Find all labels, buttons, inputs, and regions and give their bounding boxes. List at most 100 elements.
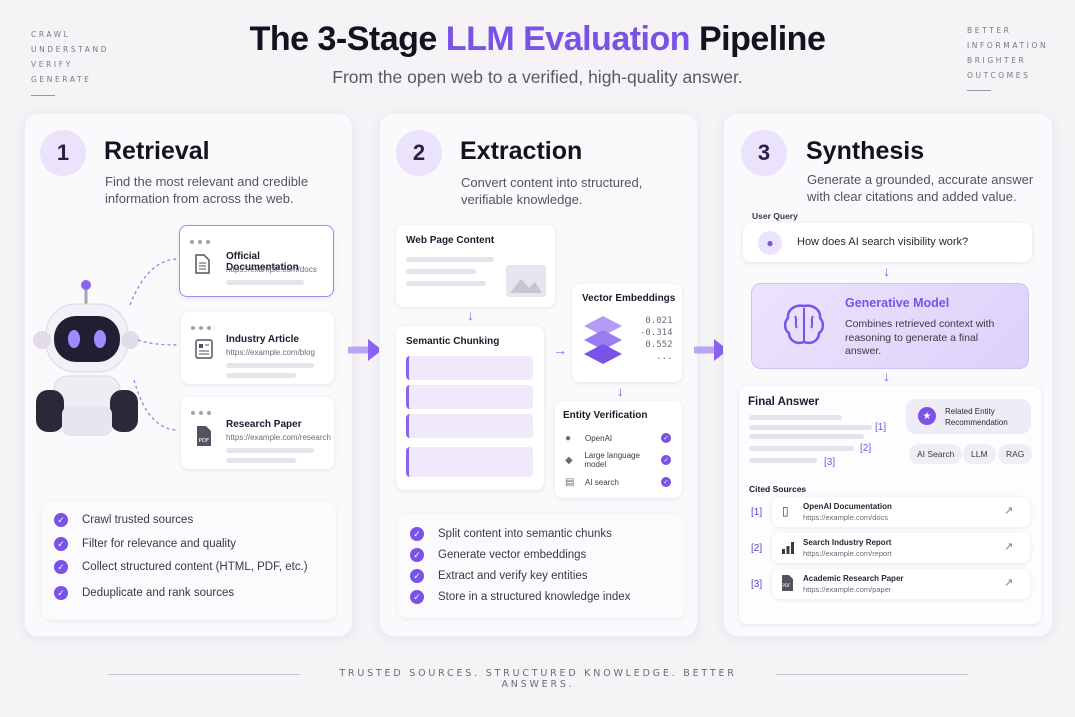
window-dots <box>191 402 215 420</box>
stage2-number: 2 <box>396 130 442 176</box>
cited-source-title: Search Industry Report <box>803 538 892 547</box>
bullet-item: ✓ Deduplicate and rank sources <box>54 586 234 600</box>
source-title: Research Paper <box>226 419 302 430</box>
stage2-description: Convert content into structured, verifia… <box>461 175 643 207</box>
svg-text:PDF: PDF <box>783 583 791 588</box>
embeddings-title: Vector Embeddings <box>582 293 676 304</box>
bullet-item: ✓Filter for relevance and quality <box>54 537 236 551</box>
image-placeholder-icon <box>506 265 546 297</box>
citation-ref: [2] <box>751 543 763 554</box>
bullet-item: ✓Split content into semantic chunks <box>410 527 612 541</box>
skeleton-line <box>226 280 304 285</box>
page-title: The 3-Stage LLM Evaluation Pipeline <box>0 20 1075 59</box>
embedding-value: 0.552 <box>645 340 673 350</box>
stage-arrow-icon <box>348 339 382 361</box>
svg-text:PDF: PDF <box>199 438 210 444</box>
check-icon: ✓ <box>54 586 68 600</box>
user-query-label: User Query <box>752 211 798 221</box>
vector-embeddings-card: Vector Embeddings 0.021 -0.314 0.552 ... <box>572 284 682 382</box>
embedding-value: 0.021 <box>645 316 673 326</box>
chunk-block <box>406 447 533 477</box>
skeleton-line <box>226 373 296 378</box>
user-query-box[interactable]: ● How does AI search visibility work? <box>743 223 1032 262</box>
check-icon: ✓ <box>661 433 671 443</box>
source-card-docs[interactable]: Official Documentation https://example.c… <box>179 225 334 297</box>
source-title: Industry Article <box>226 334 299 345</box>
check-icon: ✓ <box>54 560 68 574</box>
bullet-text: Split content into semantic chunks <box>438 528 612 540</box>
entity-verification-card: Entity Verification ● OpenAI ✓ ◆ Large l… <box>555 401 682 498</box>
person-icon: ● <box>565 432 572 444</box>
bullet-text: Store in a structured knowledge index <box>438 591 631 603</box>
down-arrow-icon: ↓ <box>883 263 890 279</box>
source-card-article[interactable]: Industry Article https://example.com/blo… <box>181 312 334 384</box>
user-avatar-icon: ● <box>758 231 782 255</box>
skeleton-line <box>749 458 817 463</box>
pdf-icon: PDF <box>782 575 793 591</box>
source-url: https://example.com/docs <box>226 265 317 274</box>
bullet-text: Deduplicate and rank sources <box>82 587 235 599</box>
skeleton-line <box>749 446 854 451</box>
user-query-text: How does AI search visibility work? <box>797 236 969 248</box>
bullet-item: ✓Generate vector embeddings <box>410 548 586 562</box>
bar-chart-icon <box>782 542 794 554</box>
web-page-content-card: Web Page Content <box>396 225 555 307</box>
stage1-description: Find the most relevant and credible info… <box>105 174 309 206</box>
bullet-item: ✓ Store in a structured knowledge index <box>410 590 630 604</box>
corner-right-text: BETTER INFORMATION BRIGHTER OUTCOMES <box>967 23 1048 83</box>
cited-source-row[interactable]: [3] PDF Academic Research Paper https://… <box>745 569 1033 599</box>
embedding-values: 0.021 -0.314 0.552 ... <box>640 315 673 363</box>
bullet-item: ✓ Collect structured content (HTML, PDF, … <box>54 560 308 574</box>
bullet-text: Collect structured content (HTML, PDF, e… <box>82 561 308 573</box>
entity-row: ▤ AI search ✓ <box>565 471 671 493</box>
pdf-icon: PDF <box>197 426 211 446</box>
tag-chip[interactable]: LLM <box>963 444 996 464</box>
stage1-number: 1 <box>40 130 86 176</box>
corner-right-line: INFORMATION <box>967 41 1049 50</box>
source-url: https://example.com/blog <box>226 348 315 357</box>
cited-source-url: https://example.com/report <box>803 549 892 558</box>
entity-text: AI search <box>585 477 619 487</box>
source-card-paper[interactable]: PDF Research Paper https://example.com/r… <box>181 397 334 469</box>
stage3-description: Generate a grounded, accurate answer wit… <box>807 172 1034 204</box>
tag-chip[interactable]: RAG <box>998 444 1033 464</box>
related-entity-box[interactable]: ★ Related Entity Recommendation <box>906 399 1031 434</box>
window-dots <box>191 317 215 335</box>
brain-icon <box>783 304 825 345</box>
article-icon <box>195 339 213 359</box>
check-icon: ✓ <box>54 513 68 527</box>
check-icon: ✓ <box>410 590 424 604</box>
footer-rule-right <box>776 674 968 675</box>
corner-right-rule <box>967 90 991 91</box>
bullet-text: Crawl trusted sources <box>82 514 194 526</box>
stage1-title: Retrieval <box>104 137 210 165</box>
skeleton-line <box>749 434 864 439</box>
cited-source-row[interactable]: [2] Search Industry Report https://examp… <box>745 533 1033 563</box>
final-answer-title: Final Answer <box>748 396 820 408</box>
corner-left-line: UNDERSTAND <box>31 45 110 54</box>
corner-left-line: CRAWL <box>31 30 71 39</box>
down-arrow-icon: ↓ <box>467 307 474 323</box>
cited-source-row[interactable]: [1] ▯ OpenAI Documentation https://examp… <box>745 497 1033 527</box>
chunking-title: Semantic Chunking <box>406 336 500 347</box>
document-icon: ▯ <box>782 504 789 518</box>
right-arrow-icon: → <box>553 342 567 358</box>
title-accent: LLM Evaluation <box>445 20 691 58</box>
external-link-icon[interactable]: ↗ <box>1004 541 1014 553</box>
check-icon: ✓ <box>661 455 671 465</box>
retrieval-connectors <box>129 258 179 431</box>
cited-source-card: Search Industry Report https://example.c… <box>772 533 1030 563</box>
external-link-icon[interactable]: ↗ <box>1004 505 1014 517</box>
corner-right-line: OUTCOMES <box>967 71 1031 80</box>
model-description: Combines retrieved context with reasonin… <box>845 318 995 357</box>
robot-illustration <box>33 280 139 436</box>
embedding-value: -0.314 <box>640 328 673 338</box>
star-icon: ★ <box>918 407 936 425</box>
stage3-title: Synthesis <box>806 137 925 165</box>
cited-source-card: ▯ OpenAI Documentation https://example.c… <box>772 497 1030 527</box>
check-icon: ✓ <box>54 537 68 551</box>
external-link-icon[interactable]: ↗ <box>1004 577 1014 589</box>
tag-chip[interactable]: AI Search <box>909 444 963 464</box>
stage-arrow-icon <box>694 339 728 361</box>
stage2-title: Extraction <box>460 137 583 165</box>
